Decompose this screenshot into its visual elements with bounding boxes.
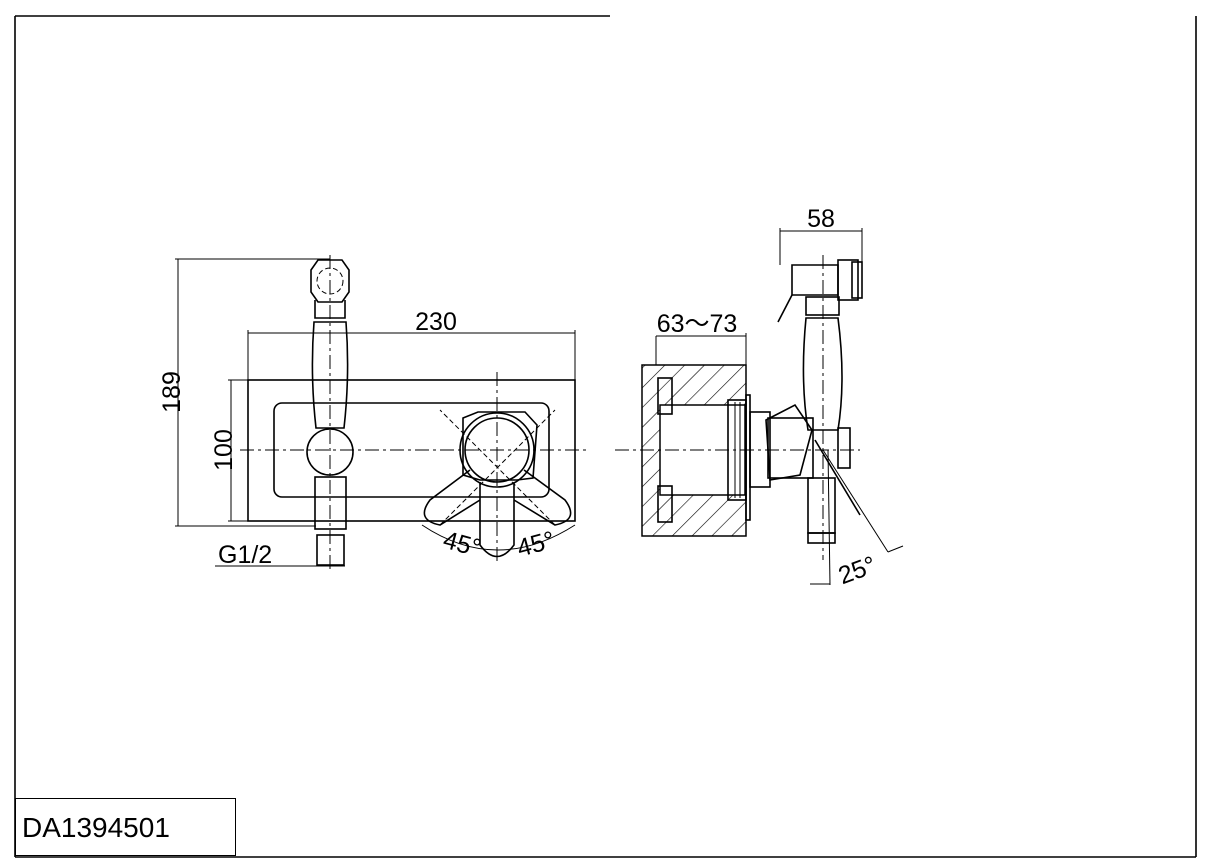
angle-label-tilt: 25°: [835, 551, 880, 590]
dimension-58: 58: [779, 205, 863, 265]
dimension-label-230: 230: [415, 308, 457, 336]
dimension-label-58: 58: [807, 205, 835, 233]
dimension-g12: G1/2: [215, 541, 345, 569]
dimension-189: 189: [158, 258, 330, 527]
angle-label-right: 45°: [514, 526, 558, 563]
model-code-box: DA1394501: [15, 798, 236, 856]
dimension-63-73: 63～73: [655, 310, 747, 365]
cover-plate: [247, 379, 576, 522]
hand-shower-front: [306, 259, 354, 566]
mixer-handle: [421, 409, 576, 558]
dimension-label-wall-depth: 63～73: [657, 310, 738, 338]
plate-recess: [273, 402, 550, 498]
dimension-label-thread: G1/2: [218, 541, 272, 569]
dimension-100: 100: [210, 379, 262, 522]
drawing-frame: [14, 15, 1197, 858]
dimension-label-189: 189: [158, 371, 186, 413]
angle-label-left: 45°: [440, 526, 484, 563]
front-view: 189 100 230 G1/2 45° 45°: [158, 255, 590, 570]
wall-section: [641, 364, 747, 537]
dimension-label-100: 100: [210, 429, 238, 471]
side-view: 63～73 58 25°: [615, 205, 904, 590]
dimension-230: 230: [247, 308, 576, 380]
